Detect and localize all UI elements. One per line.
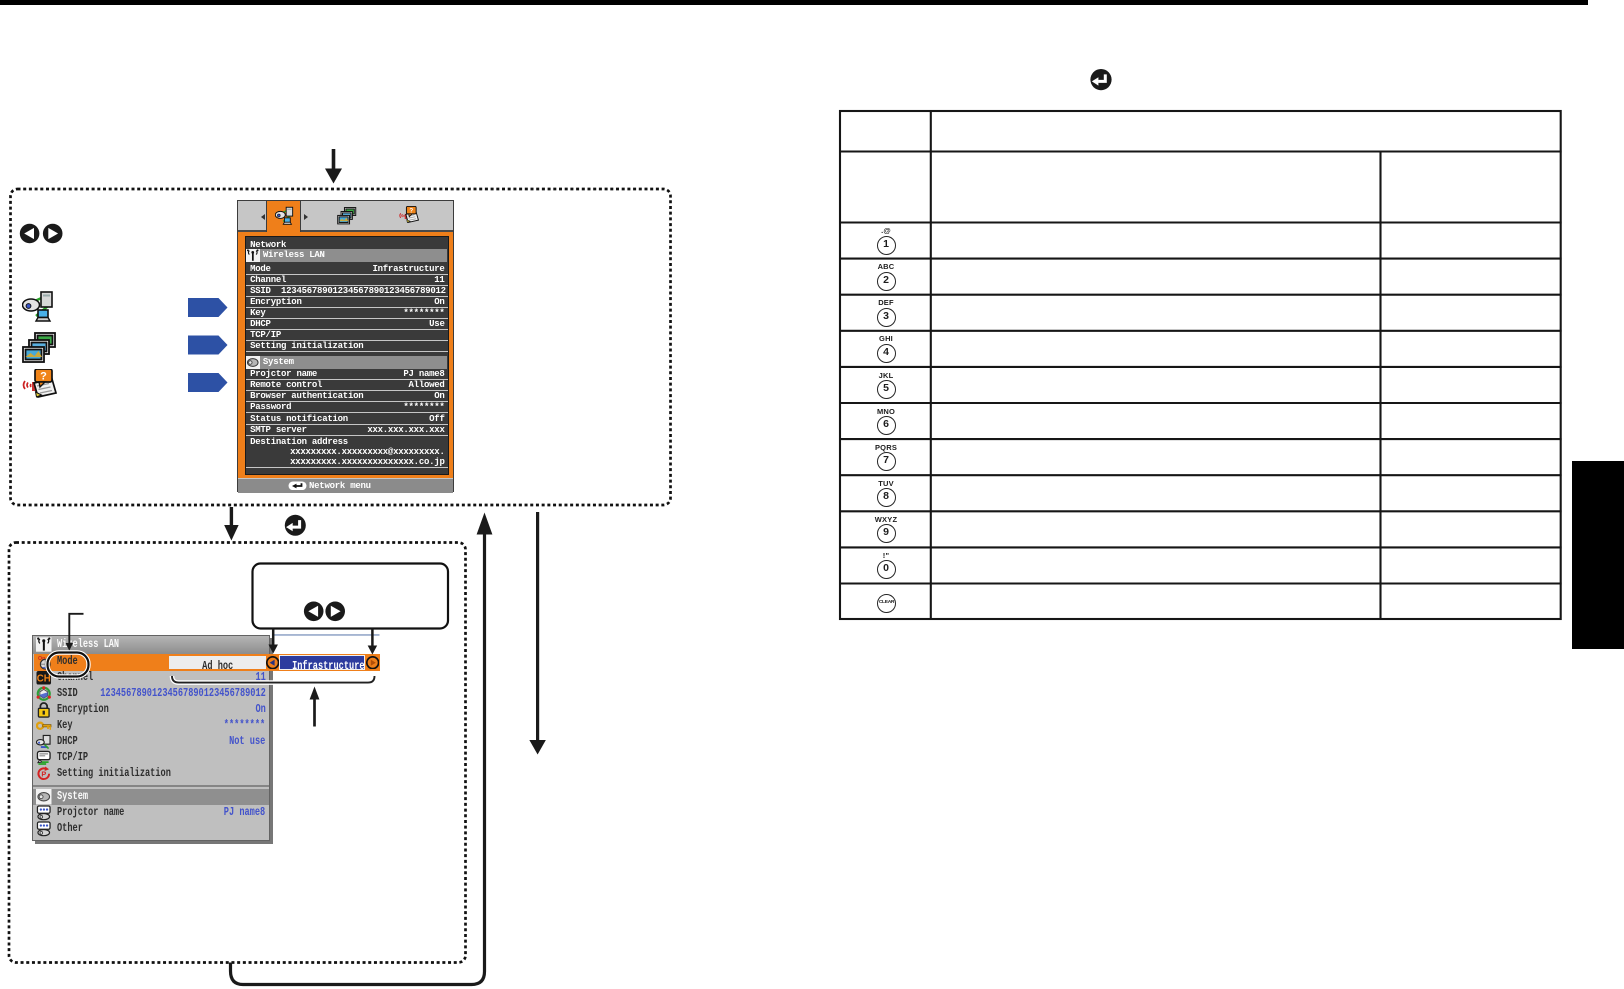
svg-text:CH: CH — [37, 674, 51, 685]
svg-text:?: ? — [409, 207, 413, 214]
svg-text:P: P — [42, 770, 47, 779]
svg-text:?: ? — [40, 371, 47, 383]
